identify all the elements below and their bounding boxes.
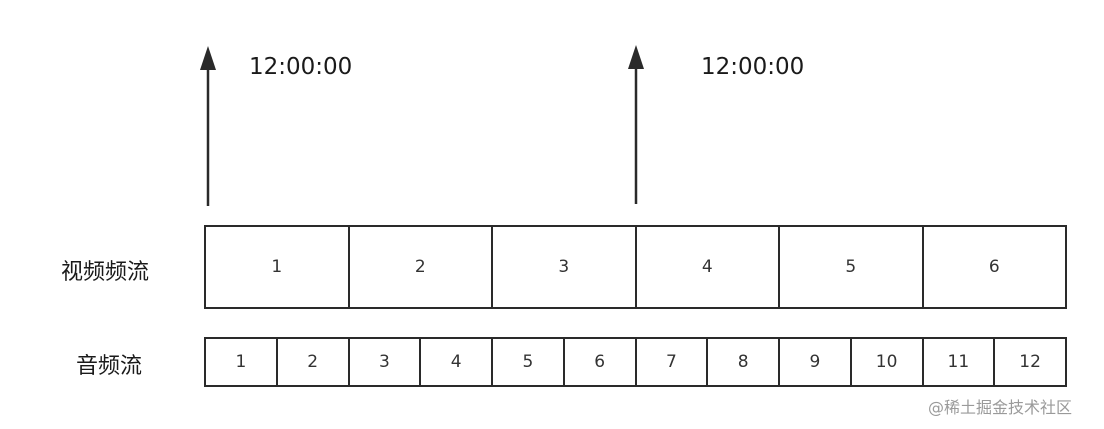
video-frame: 2 (350, 227, 493, 307)
video-stream-label: 视频频流 (61, 260, 150, 285)
watermark: @稀土掘金技术社区 (928, 398, 1073, 417)
timestamp-arrow-1 (200, 46, 216, 206)
timestamp-arrow-2 (628, 45, 644, 204)
video-frame: 4 (637, 227, 780, 307)
audio-frame: 10 (852, 339, 924, 385)
audio-stream-label: 音频流 (76, 354, 143, 379)
audio-frame: 8 (708, 339, 780, 385)
audio-frame: 12 (1019, 352, 1041, 372)
audio-frame: 11 (924, 339, 996, 385)
audio-frame: 7 (637, 339, 709, 385)
audio-frame: 6 (565, 339, 637, 385)
audio-stream-track: 1 2 3 4 5 6 7 8 9 10 11 12 (204, 337, 1067, 387)
audio-frame: 1 (206, 339, 278, 385)
video-stream-track: 1 2 3 4 5 6 (204, 225, 1067, 309)
video-frame: 6 (988, 257, 1000, 277)
video-frame: 5 (780, 227, 924, 307)
timestamp-label-1: 12:00:00 (249, 54, 353, 80)
audio-frame: 4 (421, 339, 493, 385)
video-frame: 3 (493, 227, 637, 307)
timestamp-label-2: 12:00:00 (701, 54, 805, 80)
video-frame: 1 (206, 227, 350, 307)
audio-frame: 2 (278, 339, 350, 385)
audio-frame: 9 (780, 339, 852, 385)
audio-frame: 3 (350, 339, 422, 385)
audio-frame: 5 (493, 339, 565, 385)
